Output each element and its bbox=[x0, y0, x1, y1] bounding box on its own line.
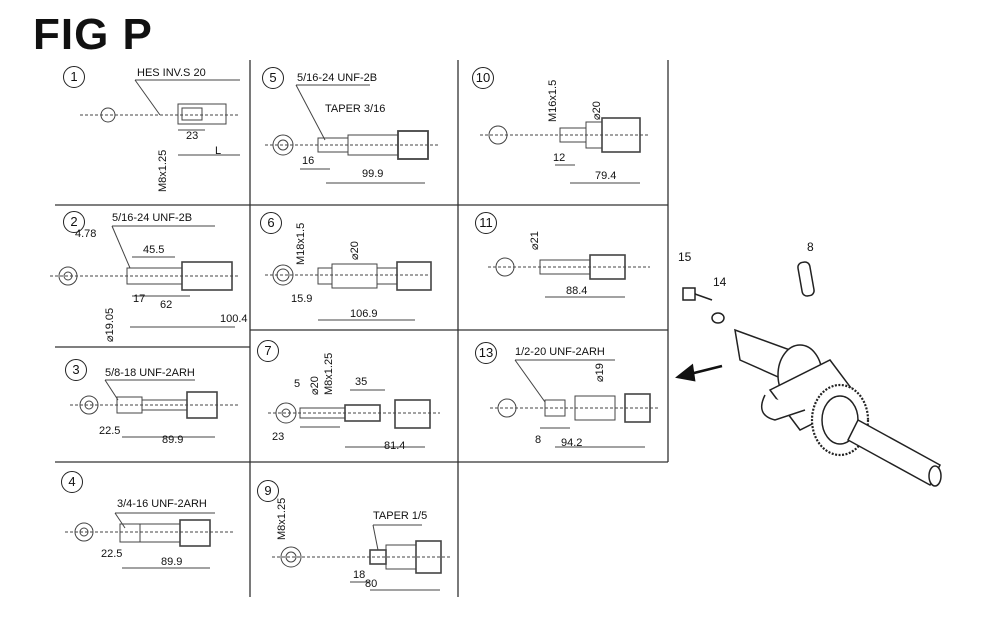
dimension-15-9: 15.9 bbox=[291, 293, 313, 305]
panel-number-13: 13 bbox=[475, 342, 497, 364]
dimension-23: 23 bbox=[272, 431, 285, 443]
thread-spec-4: 3/4-16 UNF-2ARH bbox=[117, 498, 207, 510]
panel-number-9: 9 bbox=[257, 480, 279, 502]
figure-title: FIG P bbox=[33, 10, 153, 59]
shaft-drawings bbox=[50, 79, 660, 591]
bolt-15 bbox=[682, 287, 696, 301]
dimension-17: 17 bbox=[133, 293, 146, 305]
panel-number-11: 11 bbox=[475, 212, 497, 234]
dimension-23: 23 bbox=[186, 130, 199, 142]
panel-number-3: 3 bbox=[65, 359, 87, 381]
panel-number-6: 6 bbox=[260, 212, 282, 234]
dimension-89-9: 89.9 bbox=[161, 556, 183, 568]
dimension-12: 12 bbox=[553, 152, 566, 164]
panel-number-7: 7 bbox=[257, 340, 279, 362]
thread-size-9: M8x1.25 bbox=[276, 497, 288, 540]
dimension-94-2: 94.2 bbox=[561, 437, 583, 449]
crankshaft-illustration bbox=[682, 261, 942, 487]
dimension-16: 16 bbox=[302, 155, 315, 167]
dimension-89-9: 89.9 bbox=[162, 434, 184, 446]
thread-size-10: M16x1.5 bbox=[547, 79, 559, 122]
dimension-45-5: 45.5 bbox=[143, 244, 165, 256]
diameter-7: ⌀20 bbox=[309, 376, 321, 395]
thread-size-1: M8x1.25 bbox=[157, 149, 169, 192]
dimension-4-78: 4.78 bbox=[75, 228, 97, 240]
thread-size-6: M18x1.5 bbox=[295, 222, 307, 265]
grid-lines bbox=[55, 60, 669, 597]
callout-14: 14 bbox=[713, 275, 727, 289]
dimension-22-5: 22.5 bbox=[99, 425, 121, 437]
key-8 bbox=[797, 261, 815, 297]
panel-number-4: 4 bbox=[61, 471, 83, 493]
dimension-22-5: 22.5 bbox=[101, 548, 123, 560]
thread-spec-3: 5/8-18 UNF-2ARH bbox=[105, 367, 195, 379]
dimension-L: L bbox=[215, 145, 222, 157]
thread-spec-1: HES INV.S 20 bbox=[137, 67, 206, 79]
dimension-100-4: 100.4 bbox=[220, 313, 248, 325]
dimension-106-9: 106.9 bbox=[350, 308, 378, 320]
panel-number-1: 1 bbox=[63, 66, 85, 88]
washer-14 bbox=[711, 312, 725, 324]
callout-15: 15 bbox=[678, 250, 692, 264]
diameter-13: ⌀19 bbox=[594, 363, 606, 382]
thread-spec-2: 5/16-24 UNF-2B bbox=[112, 212, 193, 224]
dimension-8: 8 bbox=[535, 434, 542, 446]
thread-size-7: M8x1.25 bbox=[323, 352, 335, 395]
dimension-80: 80 bbox=[365, 578, 378, 590]
panel-number-10: 10 bbox=[472, 67, 494, 89]
dimension-35: 35 bbox=[355, 376, 368, 388]
dimension-62: 62 bbox=[160, 299, 173, 311]
panel-number-2: 2 bbox=[63, 211, 85, 233]
dimension-5: 5 bbox=[294, 378, 301, 390]
dimension-81-4: 81.4 bbox=[384, 440, 406, 452]
callout-8: 8 bbox=[807, 240, 814, 254]
thread-spec-5: 5/16-24 UNF-2B bbox=[297, 72, 378, 84]
dimension-88-4: 88.4 bbox=[566, 285, 588, 297]
thread-spec-13: 1/2-20 UNF-2ARH bbox=[515, 346, 605, 358]
dimension-18: 18 bbox=[353, 569, 366, 581]
dimension-99-9: 99.9 bbox=[362, 168, 384, 180]
diameter-6: ⌀20 bbox=[349, 241, 361, 260]
diameter-11: ⌀21 bbox=[529, 231, 541, 250]
taper-spec-5: TAPER 3/16 bbox=[325, 103, 386, 115]
dimension-79-4: 79.4 bbox=[595, 170, 617, 182]
diameter-2: ⌀19.05 bbox=[104, 307, 116, 342]
diameter-10: ⌀20 bbox=[591, 101, 603, 120]
panel-number-5: 5 bbox=[262, 67, 284, 89]
direction-arrow bbox=[675, 363, 723, 382]
taper-spec-9: TAPER 1/5 bbox=[373, 510, 428, 522]
